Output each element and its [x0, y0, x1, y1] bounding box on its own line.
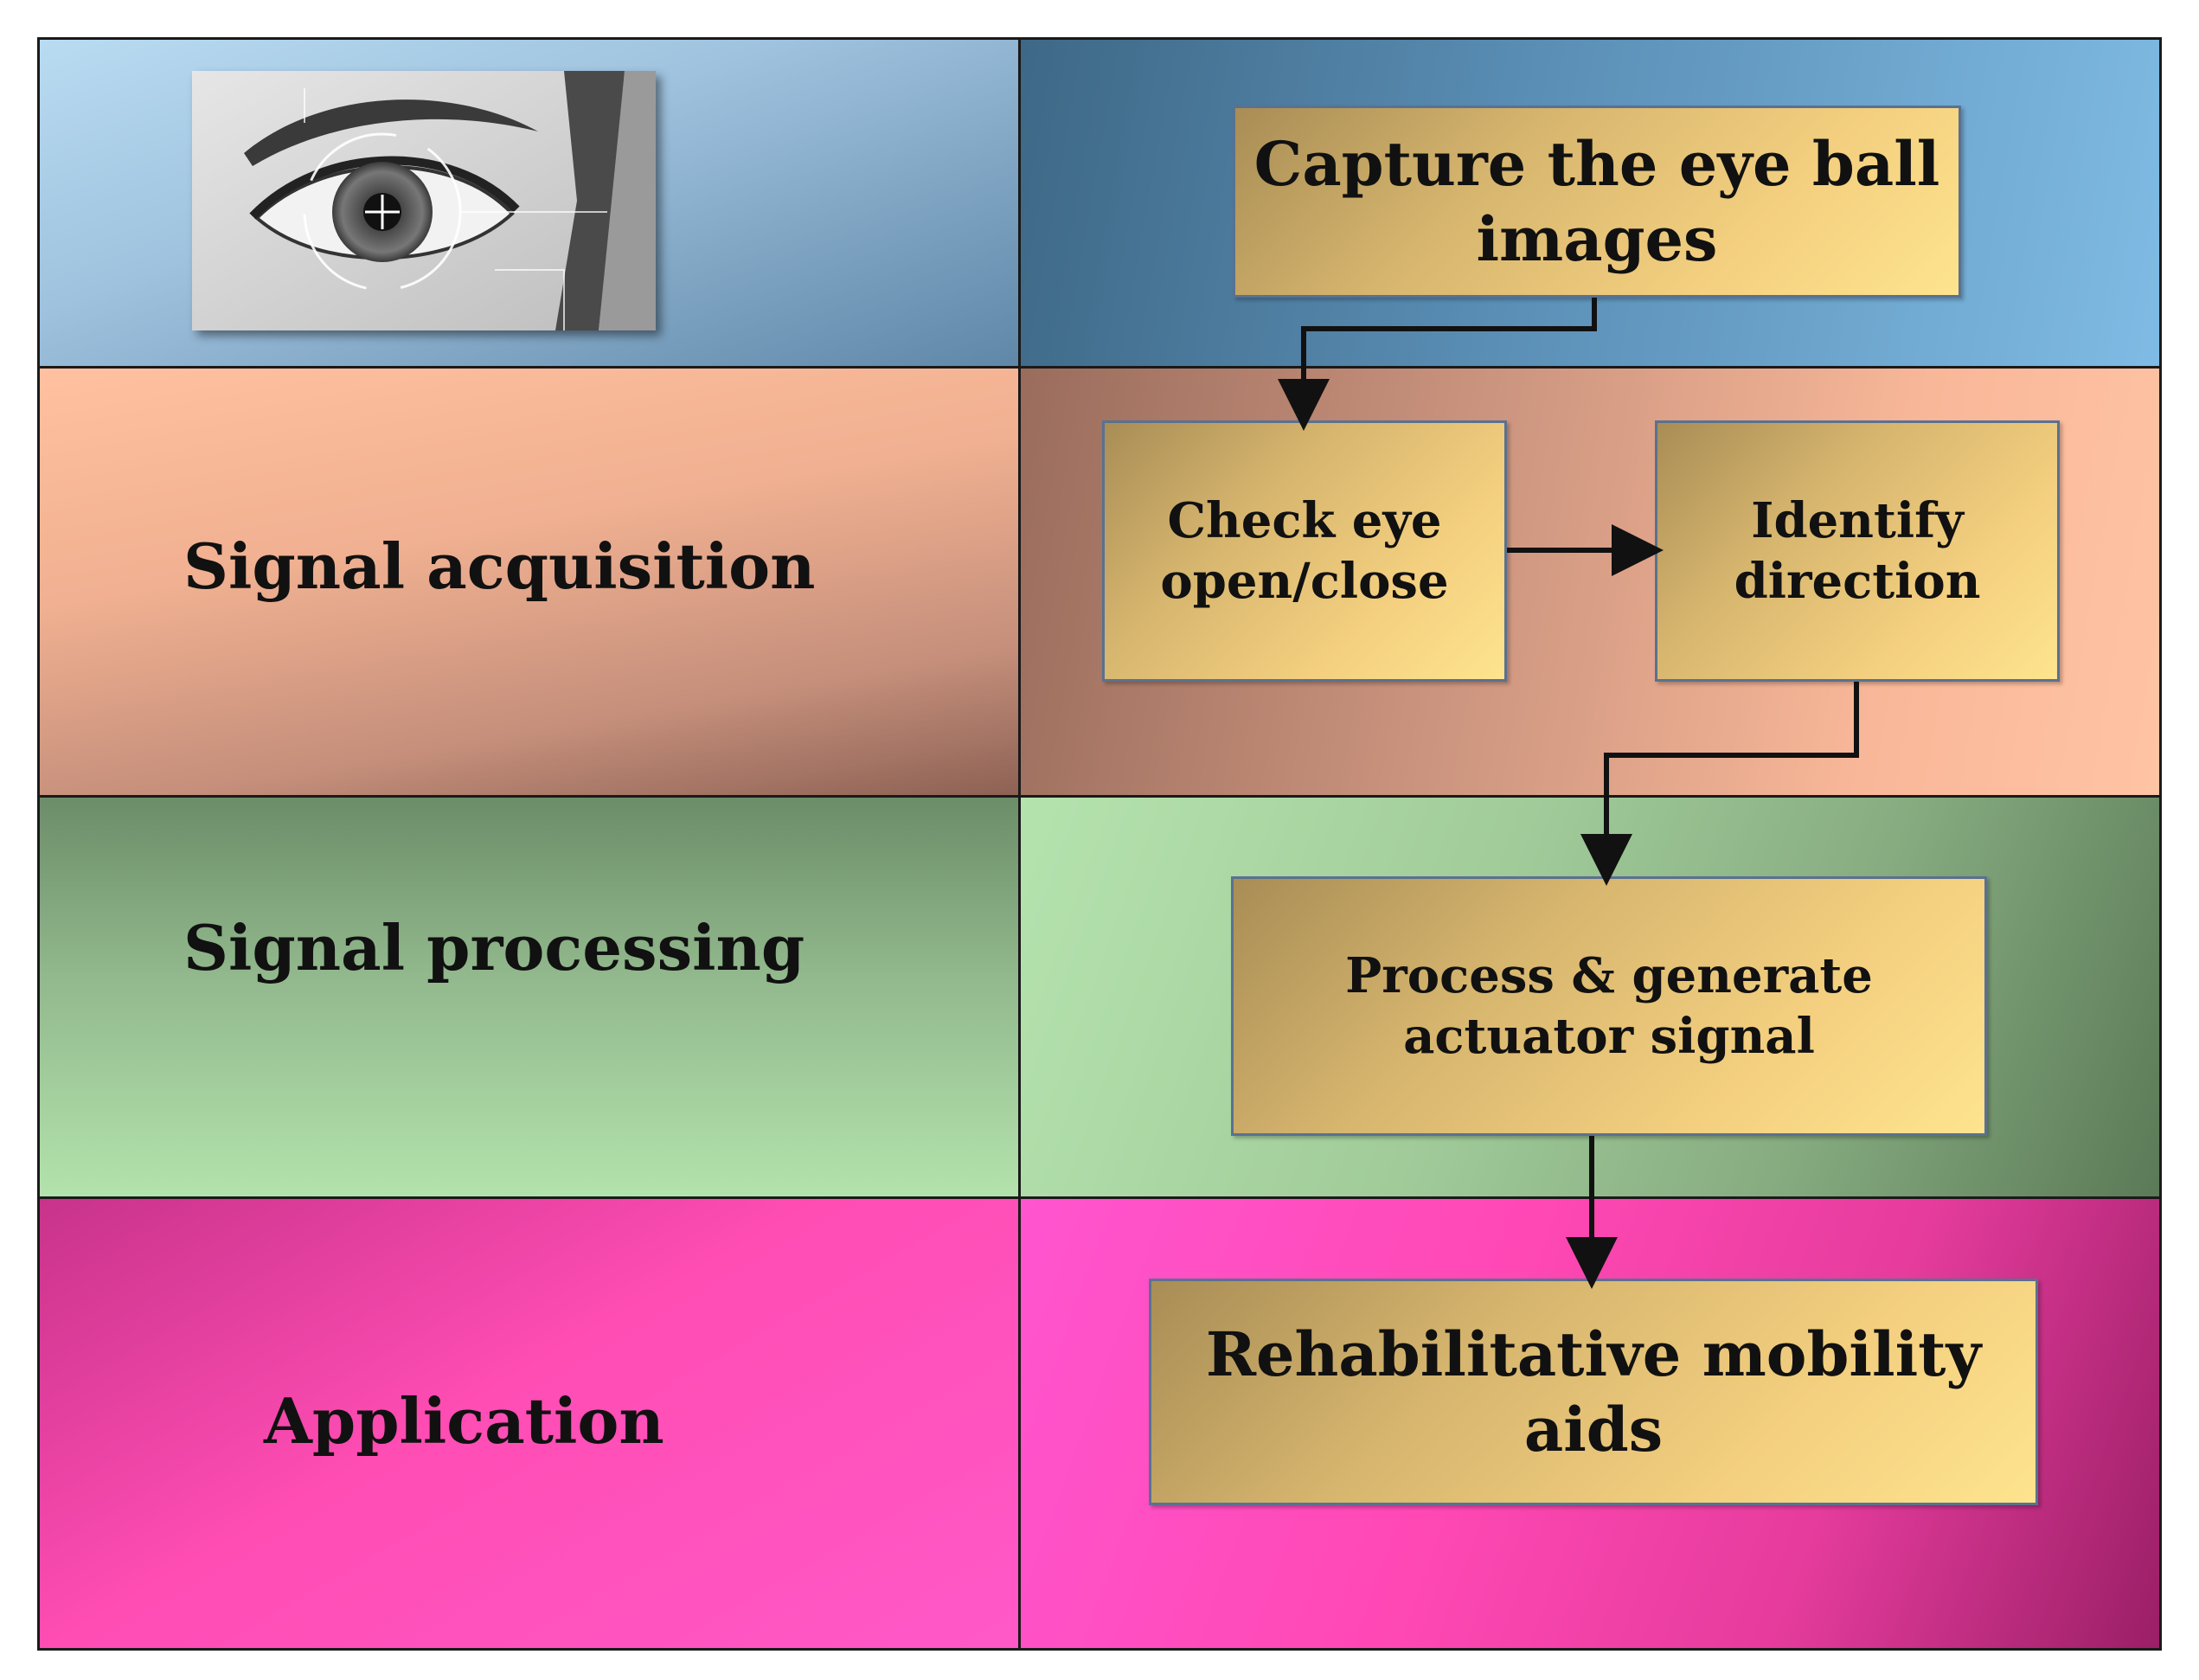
- step-rehab-text: Rehabilitative mobility aids: [1205, 1318, 1982, 1466]
- step-check-text: Check eye open/close: [1160, 492, 1449, 610]
- eye-photo-icon: [192, 71, 656, 330]
- lane-label-application: Application: [264, 1384, 664, 1458]
- grid-border-top: [38, 37, 2161, 40]
- step-identify-text: Identify direction: [1734, 492, 1981, 610]
- grid-border-right: [2159, 37, 2162, 1651]
- step-process-text: Process & generate actuator signal: [1345, 947, 1873, 1065]
- lane-3-left: [38, 796, 1020, 1197]
- step-rehabilitative-mobility-aids: Rehabilitative mobility aids: [1149, 1279, 2038, 1505]
- grid-border-bottom: [38, 1648, 2161, 1651]
- grid-divider-row-3: [38, 1196, 2161, 1199]
- lane-4-left: [38, 1197, 1020, 1649]
- step-process-generate-signal: Process & generate actuator signal: [1231, 876, 1987, 1136]
- lane-label-signal-acquisition: Signal acquisition: [183, 529, 816, 603]
- step-capture-eye-images: Capture the eye ball images: [1233, 106, 1961, 298]
- grid-border-left: [37, 37, 40, 1651]
- step-identify-direction: Identify direction: [1655, 420, 2060, 682]
- lane-2-left: [38, 367, 1020, 796]
- grid-divider-row-1: [38, 366, 2161, 369]
- step-capture-text: Capture the eye ball images: [1253, 127, 1940, 276]
- step-check-eye-open-close: Check eye open/close: [1102, 420, 1507, 682]
- grid-divider-row-2: [38, 795, 2161, 798]
- lane-label-signal-processing: Signal processing: [183, 911, 805, 984]
- grid-divider-vertical: [1018, 37, 1021, 1651]
